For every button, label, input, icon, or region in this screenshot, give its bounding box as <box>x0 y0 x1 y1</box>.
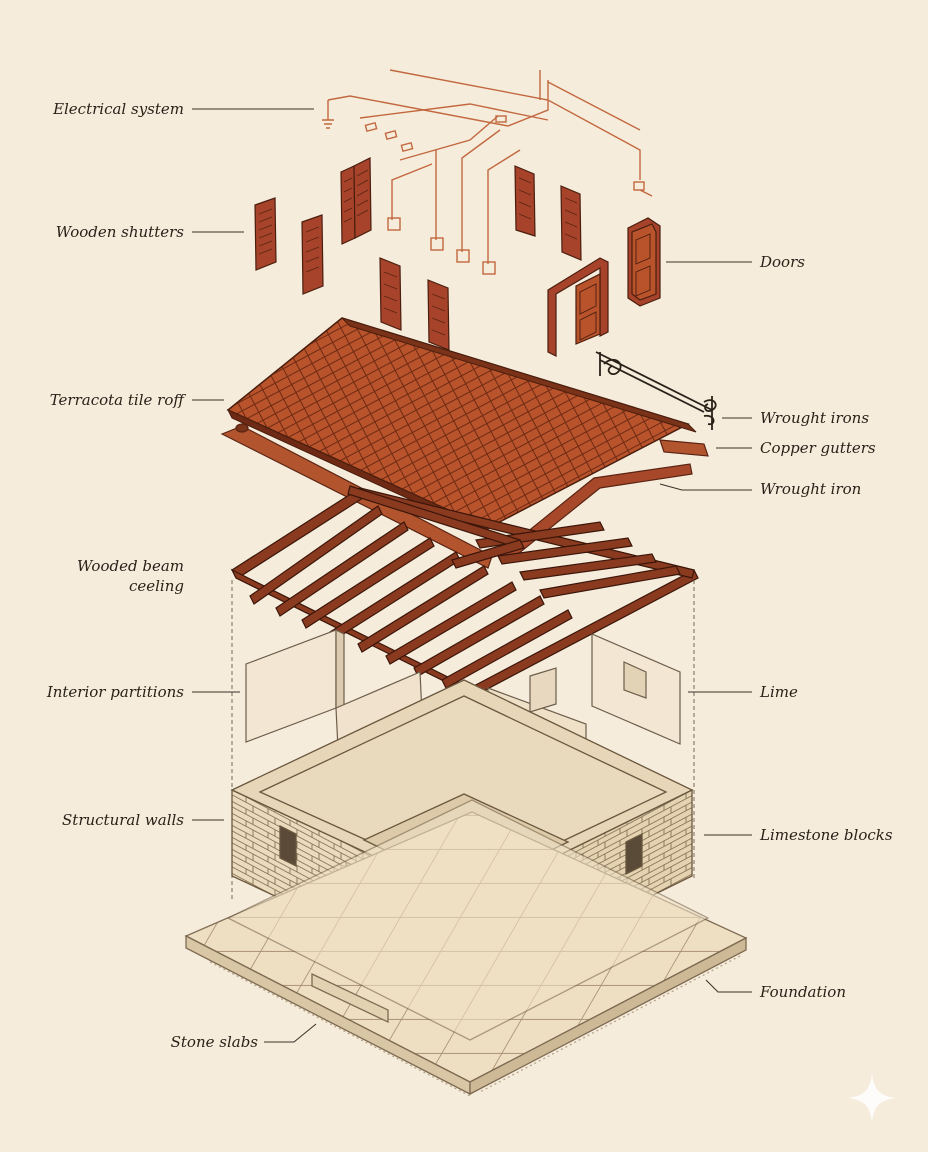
label-beam-ceiling-line2: ceeling <box>128 577 184 595</box>
label-limestone-blocks: Limestone blocks <box>760 826 893 844</box>
leader-lines <box>192 108 752 1043</box>
label-copper-gutters: Copper gutters <box>760 439 876 457</box>
terracotta-roof <box>226 317 697 537</box>
label-electrical-system: Electrical system <box>53 100 184 118</box>
foundation <box>184 799 748 1097</box>
label-wooden-shutters: Wooden shutters <box>55 223 184 241</box>
electrical-system <box>322 69 653 275</box>
label-lime: Lime <box>760 683 798 701</box>
label-foundation: Foundation <box>760 983 847 1001</box>
label-interior-partitions: Interior partitions <box>46 683 184 701</box>
sparkle-icon <box>848 1074 896 1122</box>
label-structural-walls: Structural walls <box>62 811 184 829</box>
label-wrought-iron: Wrought iron <box>760 480 862 498</box>
label-wrought-irons: Wrought irons <box>760 409 870 427</box>
label-beam-ceiling-line1: Wooded beam <box>77 557 184 575</box>
label-doors: Doors <box>760 253 805 271</box>
doors <box>547 217 661 357</box>
label-terracotta-roof: Terracota tile roff <box>49 391 184 409</box>
wrought-iron-railing <box>595 351 717 430</box>
wooden-shutters <box>254 157 582 351</box>
wooden-beam-ceiling <box>230 485 699 698</box>
label-stone-slabs: Stone slabs <box>170 1033 258 1051</box>
